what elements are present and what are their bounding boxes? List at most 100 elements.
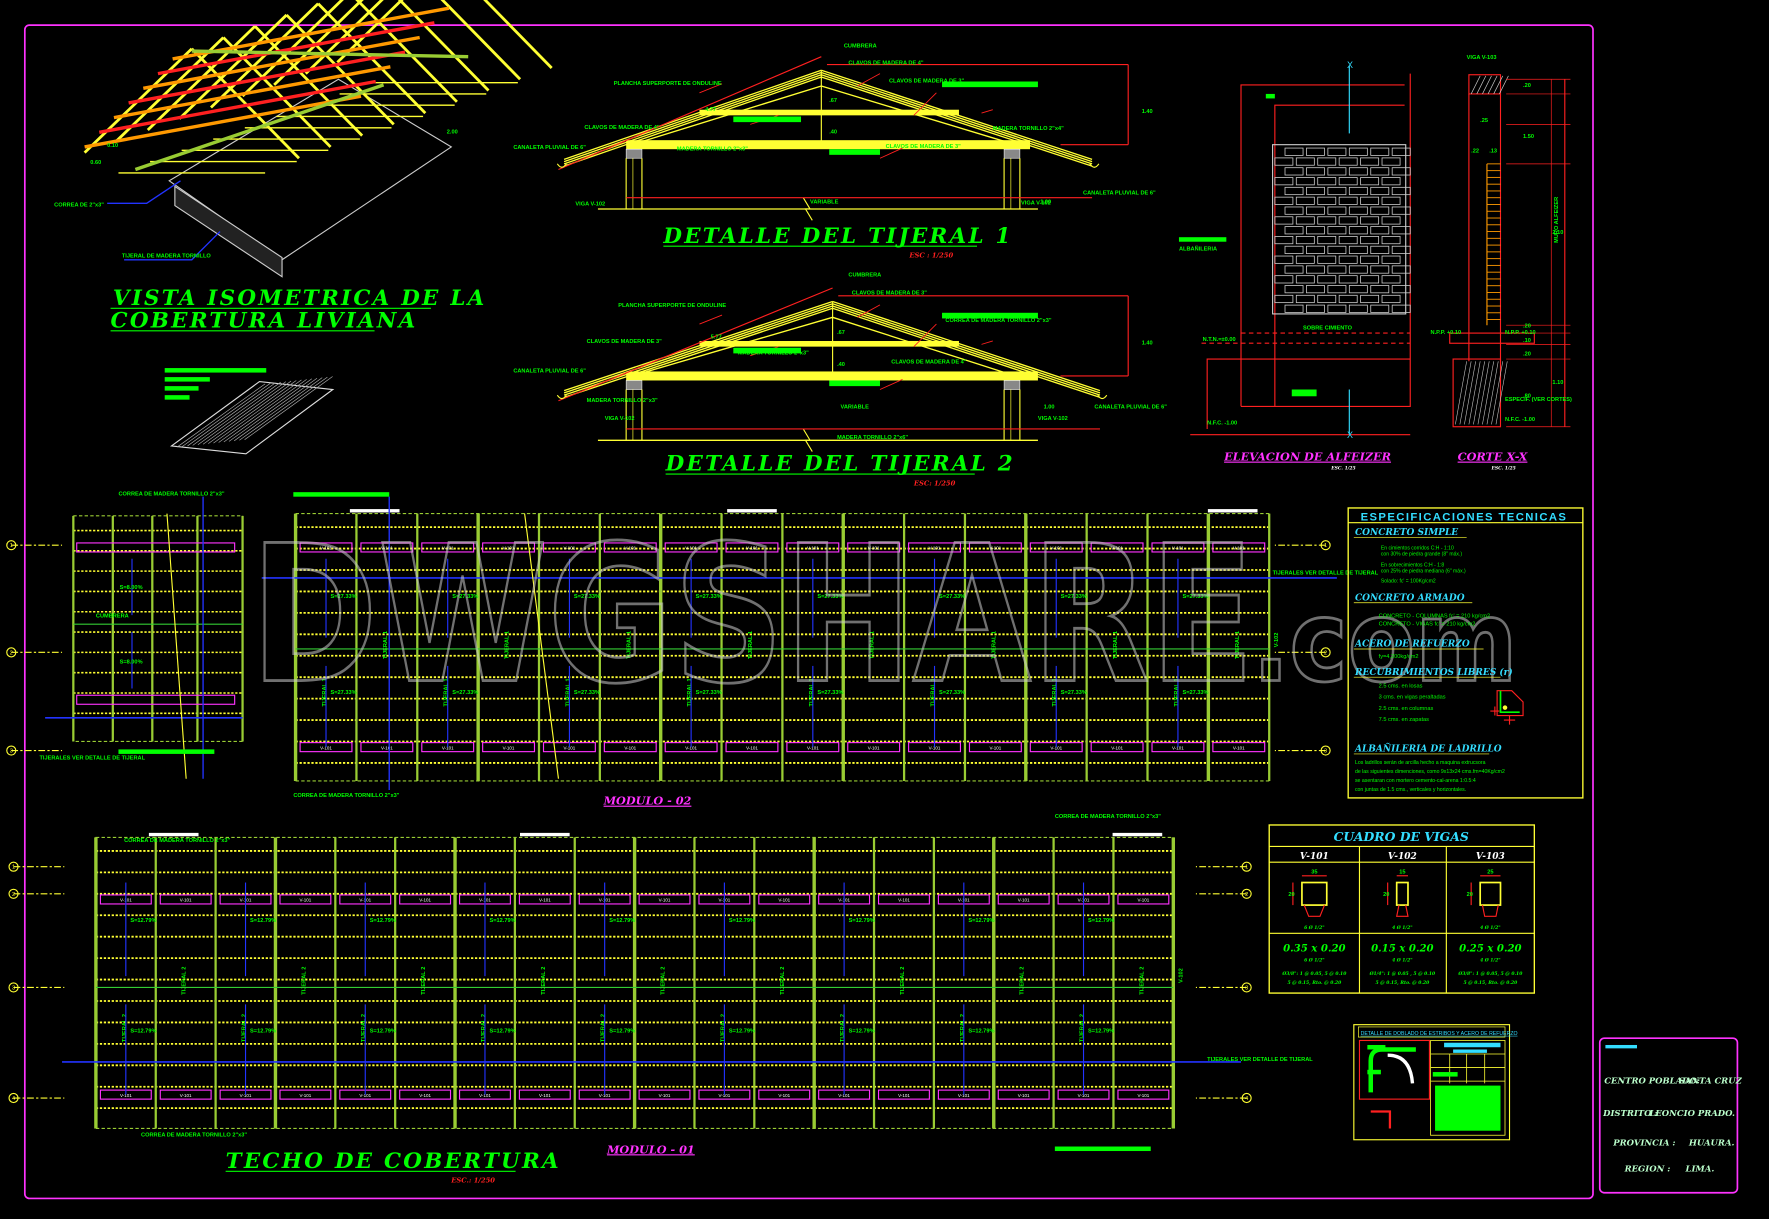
specs-concreto-simple: CONCRETO SIMPLE — [1355, 528, 1458, 538]
t2-madera2-mid: MADERA TORNILLO 2"x6" — [837, 435, 908, 441]
watermark-main: DWGSHARE — [250, 505, 1254, 726]
truss-label: TIJERAL 2 — [780, 967, 786, 995]
label-block — [942, 81, 1038, 88]
axis-bubble — [1320, 745, 1331, 756]
beam-label: V-101 — [442, 546, 454, 551]
elev-axis-bottom: X — [1347, 430, 1353, 440]
beam-v101 — [1117, 1089, 1170, 1100]
brick — [1306, 265, 1325, 274]
beam-size: 0.15 x 0.20 — [1371, 942, 1434, 954]
truss-label: TIJERAL 1 — [748, 631, 754, 659]
bottom-chord — [626, 140, 1031, 150]
beam-label: V-101 — [685, 745, 697, 750]
beam-section-icon — [1479, 881, 1502, 906]
slope-label: S=12.79% — [1088, 918, 1114, 924]
axis-bubble-label: 2 — [10, 650, 13, 656]
gutter — [1089, 163, 1100, 168]
axis-bubble-label: 1 — [1245, 865, 1248, 871]
iso-rafter — [115, 36, 225, 143]
stirrup-bending-detail: DETALLE DE DOBLADO DE ESTRIBOS Y ACERO D… — [1353, 1024, 1518, 1141]
t1-dim-top: .67 — [829, 98, 837, 104]
beam-v101 — [877, 1089, 930, 1100]
top-chord — [832, 307, 1101, 399]
beam-v101 — [847, 542, 901, 553]
corte-dim-10: .80 — [1523, 393, 1531, 399]
hatch — [1482, 361, 1494, 425]
brick — [1370, 167, 1390, 176]
brick — [1306, 285, 1325, 294]
t1-canaleta: CANALETA PLUVIAL DE 6" — [513, 145, 586, 151]
brick — [1284, 147, 1304, 156]
brick — [1317, 157, 1337, 166]
slope-label: S=27.33% — [939, 594, 965, 600]
tb-distrito: LEONCIO PRADO. — [1648, 1108, 1735, 1118]
specs-rec-line: 3 cms. en vigas peraltadas — [1379, 695, 1446, 701]
truss-label: TIJERAL 1 — [991, 631, 997, 659]
iso-purlin-green — [134, 83, 385, 172]
iso-rafter — [273, 0, 364, 86]
truss-label: TIJERAL 2 — [481, 1014, 487, 1042]
beam-label: V-101 — [1018, 1093, 1030, 1098]
dimension-line — [558, 287, 833, 402]
iso-rafter — [440, 0, 522, 81]
t1-plancha: PLANCHA SUPERPORTE DE ONDULINE — [614, 81, 722, 87]
slope-label: S=27.33% — [331, 594, 357, 600]
beam-label: V-101 — [503, 745, 515, 750]
brick — [1317, 196, 1337, 205]
modulo-02-side-plan — [45, 492, 1151, 1152]
beam-v101 — [518, 894, 571, 905]
label-block — [942, 312, 1038, 319]
truss-label: TIJERAL 2 — [960, 1014, 966, 1042]
beam-v101 — [603, 742, 657, 753]
iso-purlin — [128, 50, 406, 105]
label-block — [1291, 389, 1317, 397]
iso-label-dim2: 0.60 — [90, 160, 101, 166]
corte-beam — [1468, 74, 1502, 95]
leader-line — [981, 109, 993, 114]
brick — [1295, 196, 1315, 205]
t1-dim-slope: 4.77 — [705, 107, 716, 113]
beam-section — [625, 380, 643, 390]
t2-madera3: MADERA TORNILLO 2"x3" — [587, 398, 658, 404]
corte-npt-right: N.P.P. +0.10 — [1505, 330, 1536, 336]
brick — [1317, 275, 1337, 284]
beam-stirrups: Ø1/4": 1 @ 0.05 , 5 @ 0.10 — [1369, 970, 1436, 977]
tijeral-2-scale: ESC: 1/250 — [913, 479, 956, 487]
truss-label: TIJERAL 1 — [1235, 631, 1241, 659]
beam-v101 — [758, 894, 811, 905]
brick — [1360, 177, 1380, 186]
m02-small-tijerales: TIJERALES VER DETALLE DE TIJERAL — [39, 756, 145, 762]
elev-ntn: N.T.N.=±0.00 — [1203, 337, 1236, 343]
m02-small-cumbrera: CUMBRERA — [96, 613, 129, 619]
beam-v101 — [159, 894, 212, 905]
brick — [1381, 157, 1401, 166]
beam-bars: 4 Ø 1/2" — [1480, 956, 1500, 963]
truss-label: TIJERAL 2 — [661, 967, 667, 995]
truss-label: TIJERAL 2 — [361, 1014, 367, 1042]
beam-v101 — [725, 542, 779, 553]
brick — [1317, 216, 1337, 225]
m02-correa-bottom: CORREA DE MADERA TORNILLO 2"x3" — [293, 793, 399, 799]
brick — [1284, 226, 1304, 235]
leader-line — [981, 340, 993, 345]
corte-npt-left: N.P.P. +0.10 — [1431, 330, 1462, 336]
corte-dim-5: 2.10 — [1552, 230, 1563, 236]
m01-correa-top: CORREA DE MADERA TORNILLO 2"x3" — [124, 838, 230, 844]
truss-label: TIJERAL 2 — [1139, 967, 1145, 995]
scale-bar — [148, 832, 199, 837]
axis-bubble-label: 3 — [1245, 985, 1248, 991]
beam-label: V-101 — [1111, 745, 1123, 750]
tb-provincia: HUAURA. — [1688, 1137, 1735, 1147]
t2-plancha: PLANCHA SUPERPORTE DE ONDULINE — [618, 303, 726, 309]
axis-bubble-label: 1 — [10, 543, 13, 549]
brick — [1274, 157, 1294, 166]
brick — [1381, 236, 1401, 245]
t1-cumbrera: CUMBRERA — [844, 44, 877, 50]
slope-label: S=27.33% — [696, 594, 722, 600]
axis-bubble — [1320, 647, 1331, 658]
brick — [1360, 275, 1380, 284]
corte-dim-6: .20 — [1523, 323, 1531, 329]
beam-label: V-101 — [564, 745, 576, 750]
t1-clavos1: CLAVOS DE MADERA DE 4" — [848, 61, 924, 67]
axis-bubble — [1320, 540, 1331, 551]
